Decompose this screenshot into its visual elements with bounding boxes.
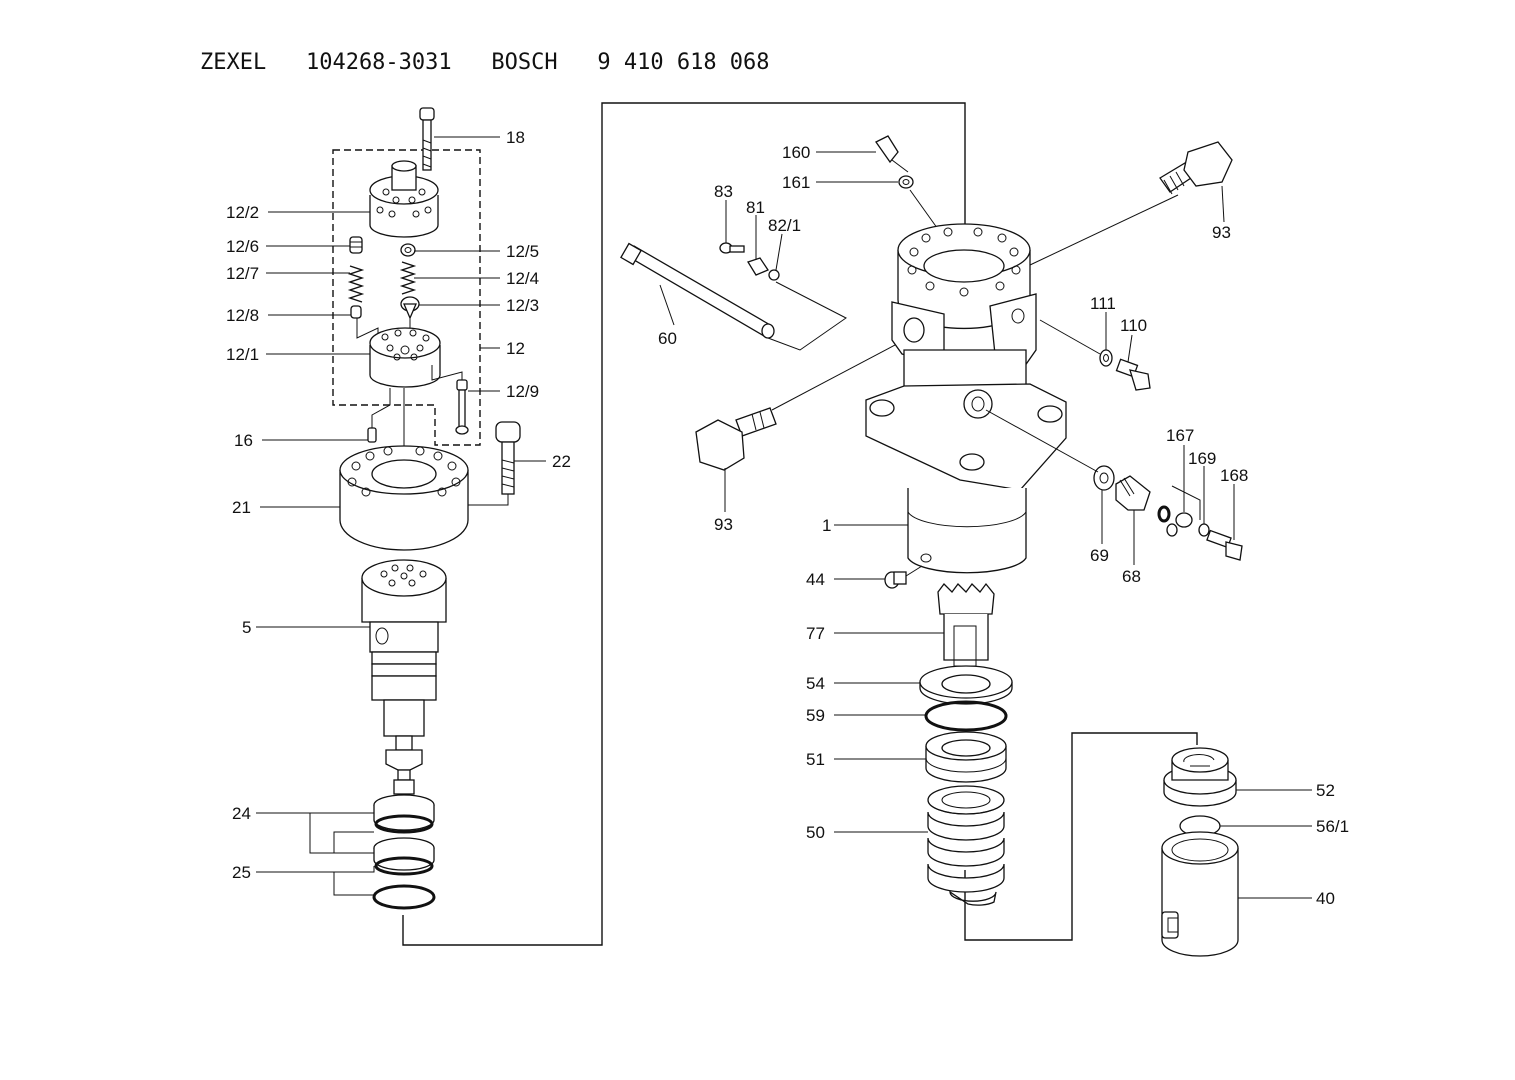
part-12-6-valve [349,236,363,254]
callout-40: 40 [1316,889,1335,908]
part-59-snap-ring [924,700,1008,732]
part-60-rod [620,242,775,339]
callout-12-2: 12/2 [226,203,259,222]
callout-51: 51 [806,750,825,769]
part-167-seal [1157,505,1171,523]
part-51-retainer [925,731,1007,783]
part-18-screw [419,107,435,171]
callout-60: 60 [658,329,677,348]
part-169-washer [1166,485,1210,537]
callout-25: 25 [232,863,251,882]
callout-83: 83 [714,182,733,201]
part-40-tappet [1161,831,1239,957]
part-52-spring-seat [1163,747,1237,807]
part-93-banjo-bolt-lower [695,335,913,471]
callout-18: 18 [506,128,525,147]
connector-line-main [402,102,966,946]
callout-12-3: 12/3 [506,296,539,315]
callout-69: 69 [1090,546,1109,565]
group-12-boundary [332,149,481,446]
callout-56-1: 56/1 [1316,817,1349,836]
callout-161: 161 [782,173,810,192]
callout-50: 50 [806,823,825,842]
callout-12-5: 12/5 [506,242,539,261]
part-50-spring [927,785,1005,906]
part-12-2-top-flange [369,160,439,238]
callout-168: 168 [1220,466,1248,485]
callout-93-upper: 93 [1212,223,1231,242]
part-54-spring-seat [919,665,1013,705]
callout-160: 160 [782,143,810,162]
callout-21: 21 [232,498,251,517]
callout-12-7: 12/7 [226,264,259,283]
connector-line-right [964,732,1198,941]
callout-24: 24 [232,804,251,823]
part-160-fitting [875,135,909,173]
callout-68: 68 [1122,567,1141,586]
part-12-5-seat [400,243,416,257]
part-68-fitting [1115,475,1151,511]
callout-169: 169 [1188,449,1216,468]
part-12-4-spring [399,261,417,295]
callout-12-6: 12/6 [226,237,259,256]
callout-12-8: 12/8 [226,306,259,325]
callout-44: 44 [806,570,825,589]
callout-12-1: 12/1 [226,345,259,364]
part-24-25-seals [372,794,436,910]
part-12-9-screw [431,365,469,435]
part-1-pump-housing [865,223,1067,667]
callout-93-lower: 93 [714,515,733,534]
callout-77: 77 [806,624,825,643]
callout-110: 110 [1120,316,1147,335]
part-93-banjo-bolt-upper [1029,141,1233,266]
callout-12: 12 [506,339,525,358]
part-111-washer [1099,349,1113,367]
part-83-screw [719,242,745,254]
callout-82-1: 82/1 [768,216,801,235]
callout-111: 111 [1090,294,1116,313]
callout-52: 52 [1316,781,1335,800]
part-12-3-valve [400,296,420,320]
part-69-washer [985,409,1115,491]
part-82-1-washer [768,269,780,281]
callout-1: 1 [822,516,831,535]
part-110-plug [1039,319,1151,391]
part-22-bolt [430,421,521,506]
callout-16: 16 [234,431,253,450]
part-168-screw [1206,529,1243,561]
callout-12-4: 12/4 [506,269,539,288]
assembly-line-12-8 [356,318,379,339]
part-21-flange [339,445,469,551]
callout-5: 5 [242,618,251,637]
callout-167: 167 [1166,426,1194,445]
part-161-washer [898,175,941,233]
part-12-7-spring [347,265,365,303]
callout-54: 54 [806,674,825,693]
part-81-clamp [747,257,769,276]
callout-12-9: 12/9 [506,382,539,401]
leader-lines [256,136,1312,899]
assembly-line-60 [767,281,847,351]
callout-22: 22 [552,452,571,471]
part-44-screw [884,565,923,589]
part-5-pump-element [361,559,447,795]
diagram-title: ZEXEL 104268-3031 BOSCH 9 410 618 068 [200,50,770,75]
part-12-8-plug [350,305,362,319]
callout-59: 59 [806,706,825,725]
callout-81: 81 [746,198,765,217]
part-16-pin [367,388,391,443]
part-12-1-valve-body [369,327,441,388]
